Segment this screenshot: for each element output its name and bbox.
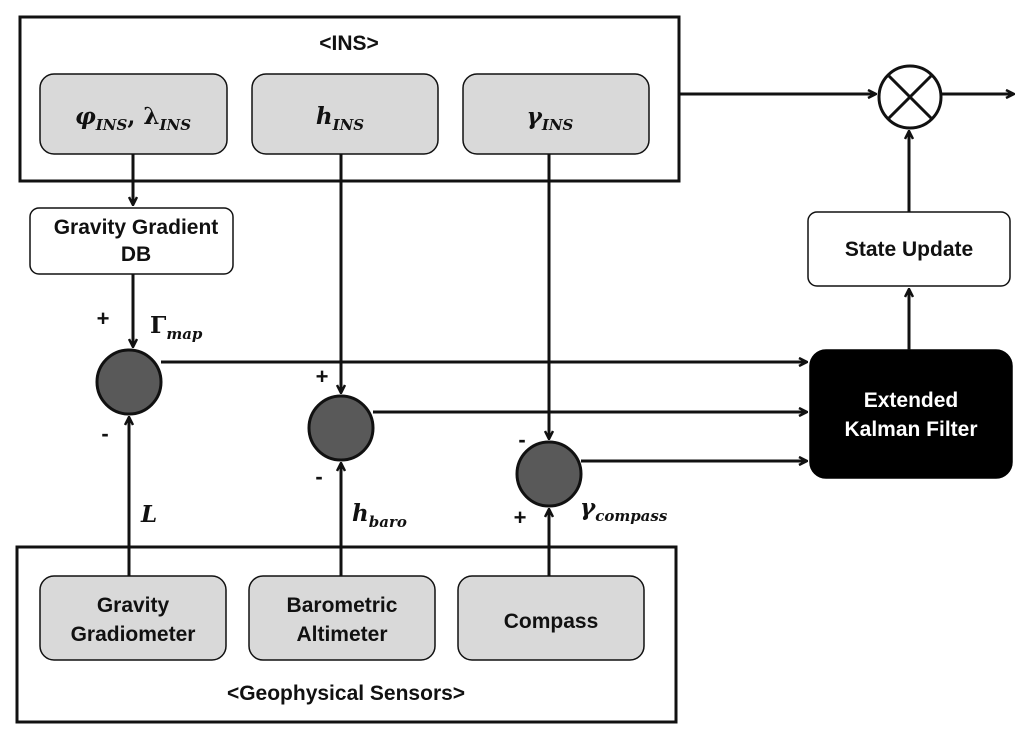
svg-text:γcompass: γcompass (580, 494, 668, 525)
gamma-ins-subscript: INS (541, 116, 574, 134)
h-baro-symbol: h (352, 500, 369, 527)
junction-gravity (95, 348, 163, 416)
altimeter-line2: Altimeter (296, 623, 387, 646)
gravity-db-line1: Gravity Gradient (54, 216, 219, 239)
gamma-compass-symbol: γ (580, 494, 597, 521)
lambda-symbol: λ (143, 103, 159, 130)
gravity-gradient-db-block: Gravity Gradient DB (29, 207, 234, 275)
junction2-plus-sign: + (316, 364, 329, 389)
gradiometer-line2: Gradiometer (71, 623, 196, 646)
compass-block: Compass (457, 575, 645, 661)
state-update-label: State Update (845, 238, 973, 261)
signal-L: L (140, 501, 157, 528)
gradiometer-block: Gravity Gradiometer (39, 575, 227, 661)
altimeter-block: Barometric Altimeter (248, 575, 436, 661)
position-separator: , (127, 103, 143, 130)
ins-height-block: hINS (251, 73, 439, 155)
junction2-minus-sign: - (315, 464, 322, 489)
phi-subscript: INS (95, 116, 128, 134)
junction3-minus-sign: - (518, 427, 525, 452)
state-update-block: State Update (807, 211, 1011, 287)
svg-text:γINS: γINS (527, 103, 574, 134)
ins-group: <INS> φINS, λINS hINS γINS (18, 15, 681, 183)
gamma-map-symbol: Γ (150, 312, 167, 339)
junction1-plus-sign: + (97, 306, 110, 331)
connection-lines (129, 94, 1014, 576)
junction3-plus-sign: + (514, 505, 527, 530)
gamma-compass-subscript: compass (595, 507, 668, 525)
ins-position-block: φINS, λINS (39, 73, 228, 155)
gamma-map-subscript: map (166, 325, 203, 343)
altimeter-line1: Barometric (287, 594, 398, 617)
multiplier-node (877, 64, 943, 130)
h-ins-subscript: INS (332, 116, 365, 134)
lambda-subscript: INS (158, 116, 191, 134)
svg-text:hINS: hINS (316, 103, 364, 134)
gamma-ins-symbol: γ (527, 103, 544, 130)
junction1-minus-sign: - (101, 421, 108, 446)
ekf-block: Extended Kalman Filter (809, 349, 1013, 479)
h-baro-subscript: baro (369, 513, 407, 531)
ekf-line1: Extended (864, 389, 959, 412)
svg-text:φINS, λINS: φINS, λINS (75, 103, 191, 134)
ins-group-frame (18, 15, 681, 183)
junction-height (307, 394, 375, 462)
gradiometer-line1: Gravity (97, 594, 170, 617)
phi-symbol: φ (75, 103, 96, 130)
compass-label: Compass (504, 610, 599, 633)
ekf-line2: Kalman Filter (844, 418, 977, 441)
svg-text:Γmap: Γmap (150, 312, 203, 343)
gravity-db-line2: DB (121, 243, 151, 266)
svg-text:hbaro: hbaro (352, 500, 407, 531)
sensors-group-frame (15, 545, 678, 724)
junction-compass (515, 440, 583, 508)
ins-gravity-block: γINS (462, 73, 650, 155)
sensors-group-title: <Geophysical Sensors> (227, 682, 465, 705)
ins-group-title: <INS> (319, 32, 379, 55)
sensors-group: Gravity Gradiometer Barometric Altimeter… (15, 545, 678, 724)
h-ins-symbol: h (316, 103, 333, 130)
